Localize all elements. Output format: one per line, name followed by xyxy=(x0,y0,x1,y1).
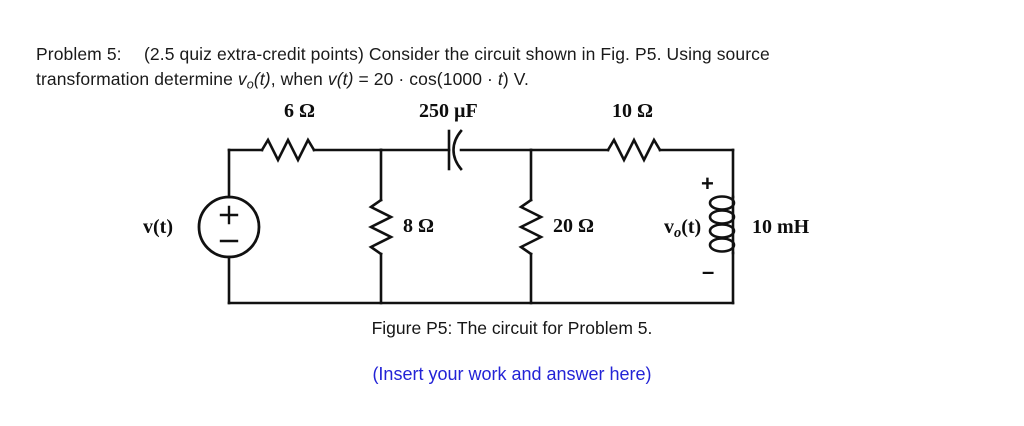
problem-line-2-text-c: = 20 · cos(1000 · xyxy=(353,69,498,89)
problem-line-1-text: (2.5 quiz extra-credit points) Consider … xyxy=(144,44,770,64)
circuit-schematic xyxy=(197,129,736,305)
output-voltage-label-arg: (t) xyxy=(681,216,702,238)
source-voltage-arg: (t) xyxy=(336,69,354,89)
output-voltage-label-symbol: v xyxy=(664,216,674,238)
output-voltage-label-subscript: o xyxy=(674,225,682,242)
capacitor-plate-curved xyxy=(452,129,463,171)
resistor-8ohm-symbol xyxy=(368,198,394,256)
source-voltage-symbol: v xyxy=(327,69,337,89)
problem-label: Problem 5: xyxy=(36,44,122,64)
resistor-6ohm-symbol xyxy=(260,137,316,163)
output-voltage-subscript: o xyxy=(246,77,254,92)
resistor-10ohm-label: 10 Ω xyxy=(612,100,654,122)
resistor-10ohm-symbol xyxy=(606,137,662,163)
output-voltage-symbol: v xyxy=(237,69,247,89)
problem-line-2-text-d: ) V. xyxy=(502,69,529,89)
output-polarity-plus-label: + xyxy=(701,171,714,196)
source-plus-icon xyxy=(219,205,239,225)
time-symbol: t xyxy=(497,69,503,89)
inductor-10mh-label: 10 mH xyxy=(752,216,810,238)
output-voltage-label: vo(t) xyxy=(664,216,701,242)
circuit-figure: 6 Ω 250 µF 10 Ω v(t) 8 Ω 20 Ω vo(t) 10 m… xyxy=(0,95,1024,325)
capacitor-250uf-label: 250 µF xyxy=(419,100,478,122)
resistor-6ohm-label: 6 Ω xyxy=(284,100,316,122)
output-polarity-minus-label: – xyxy=(702,259,715,284)
output-voltage-arg: (t) xyxy=(253,69,271,89)
problem-statement: Problem 5: (2.5 quiz extra-credit points)… xyxy=(36,42,976,98)
problem-line-2-text-b: , when xyxy=(270,69,328,89)
insert-work-note: (Insert your work and answer here) xyxy=(372,364,652,384)
problem-line-1: Problem 5: (2.5 quiz extra-credit points)… xyxy=(36,42,976,67)
problem-line-2-text-a: transformation determine xyxy=(36,69,238,89)
inductor-coil-symbol xyxy=(708,195,736,253)
figure-caption: Figure P5: The circuit for Problem 5. xyxy=(371,318,653,338)
resistor-20ohm-symbol xyxy=(518,198,544,256)
source-label: v(t) xyxy=(143,216,173,238)
problem-line-2: transformation determine vo(t), when v(t… xyxy=(36,67,976,98)
resistor-20ohm-label: 20 Ω xyxy=(553,215,595,237)
resistor-8ohm-label: 8 Ω xyxy=(403,215,435,237)
